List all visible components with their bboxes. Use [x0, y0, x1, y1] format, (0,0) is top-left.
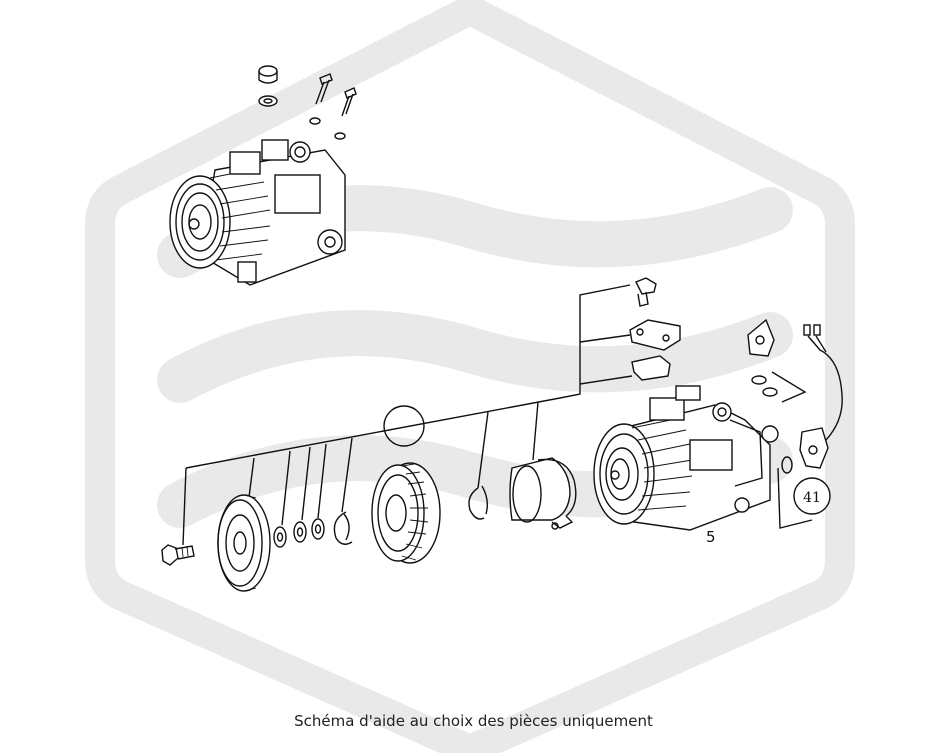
pulley [371, 462, 441, 564]
clip [631, 355, 671, 381]
part-number-41: 41 [803, 490, 821, 506]
callout-41: 41 [793, 477, 831, 515]
compressor-body: 5 [593, 385, 779, 546]
compressor-assembled-top [169, 139, 346, 286]
nut [258, 65, 278, 84]
part-number-5: 5 [706, 528, 716, 546]
bolt-part [161, 544, 195, 566]
snap-ring [333, 511, 353, 545]
bracket-hardware [629, 277, 681, 381]
sensor-wire [803, 324, 843, 441]
watermark-logo [85, 0, 855, 753]
circlip [468, 485, 489, 520]
field-coil [509, 457, 577, 530]
o-ring-small [781, 456, 793, 474]
sensor-connector [799, 427, 829, 469]
leader-lines [182, 284, 813, 546]
bolt [309, 73, 333, 125]
exploded-parts [161, 405, 577, 592]
washer [258, 95, 278, 107]
top-hardware [258, 65, 357, 140]
valve-plate [747, 318, 775, 357]
shim-washers [273, 518, 325, 548]
magnifier-circle [383, 405, 425, 447]
bracket [629, 319, 681, 351]
valve-parts: 41 [747, 318, 843, 515]
clutch-plate [217, 494, 271, 592]
o-rings [751, 375, 778, 397]
bolt [334, 87, 357, 140]
screw [635, 277, 657, 307]
diagram-caption: Schéma d'aide au choix des pièces unique… [294, 712, 653, 730]
